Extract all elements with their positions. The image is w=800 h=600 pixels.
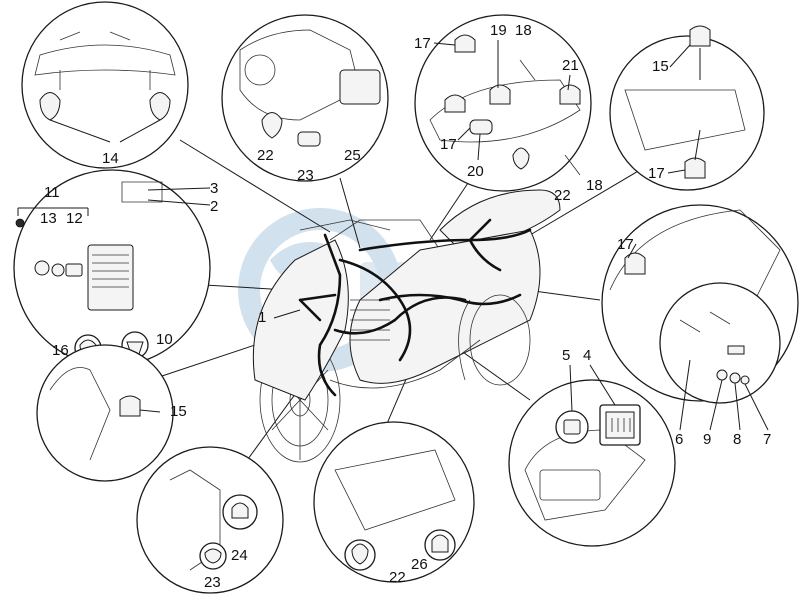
nut-icon: [740, 375, 750, 385]
clip-icon: [431, 534, 449, 553]
scooter-illustration: [252, 189, 561, 463]
clip-icon: [489, 84, 511, 105]
detail-headlight: [221, 14, 389, 182]
callout-26: 26: [411, 556, 428, 573]
callout-22-c: 22: [389, 569, 406, 586]
callout-17-b: 17: [440, 136, 457, 153]
cable-tie-icon: [261, 112, 283, 139]
washer-icon: [716, 369, 728, 381]
callout-22-b: 22: [554, 187, 571, 204]
connector-icon: [339, 69, 381, 105]
detail-under-seat: [313, 421, 475, 583]
clip-icon: [559, 84, 581, 105]
cable-tie-icon: [204, 548, 222, 564]
callout-22-a: 22: [257, 147, 274, 164]
callout-10: 10: [156, 331, 173, 348]
callout-7: 7: [763, 431, 771, 448]
callout-15-top: 15: [652, 58, 669, 75]
callout-labels: 1 2 3 4 5 6 7 8 9 10 11 12 13 14 15 15 1…: [40, 22, 771, 591]
callout-6: 6: [675, 431, 683, 448]
bolt-icon: [65, 263, 83, 277]
callout-17-c: 17: [648, 165, 665, 182]
grommet-icon: [469, 119, 493, 135]
cable-tie-icon: [149, 92, 171, 121]
callout-4: 4: [583, 347, 591, 364]
callout-20: 20: [467, 163, 484, 180]
callout-18-b: 18: [586, 177, 603, 194]
detail-regulator: [13, 169, 211, 367]
detail-dashboard: [21, 1, 189, 169]
voltage-regulator: [87, 244, 134, 311]
clip-icon: [231, 502, 249, 519]
clip-icon: [297, 131, 321, 147]
cable-tie-icon: [351, 543, 369, 565]
clip-icon: [454, 34, 476, 53]
callout-leaders: [139, 40, 769, 431]
relay-icon: [563, 419, 581, 435]
clip-icon: [624, 252, 646, 275]
washer-icon: [51, 263, 65, 277]
detail-battery: [601, 204, 799, 404]
detail-lower-front: [136, 446, 284, 594]
clip-icon: [119, 395, 141, 417]
callout-19: 19: [490, 22, 507, 39]
bracket-icon: [121, 181, 163, 203]
callout-15-left: 15: [170, 403, 187, 420]
callout-13: 13: [40, 210, 57, 227]
washer-icon: [729, 372, 741, 384]
nut-icon: [34, 260, 50, 276]
callout-17-d: 17: [617, 236, 634, 253]
callout-12: 12: [66, 210, 83, 227]
bolt-icon: [727, 345, 745, 355]
callout-9: 9: [703, 431, 711, 448]
callout-14: 14: [102, 150, 119, 167]
detail-fuse-box: [508, 379, 676, 547]
callout-3: 3: [210, 180, 218, 197]
callout-23-b: 23: [204, 574, 221, 591]
callout-16: 16: [52, 342, 69, 359]
cable-tie-icon: [512, 147, 530, 170]
callout-11: 11: [44, 184, 60, 201]
detail-rear-light: [609, 25, 765, 191]
detail-rear-frame: [414, 14, 592, 192]
callout-1: 1: [258, 309, 266, 326]
clip-icon: [684, 157, 706, 179]
detail-front-clip: [36, 344, 174, 482]
callout-21: 21: [562, 57, 579, 74]
callout-25: 25: [344, 147, 361, 164]
callout-5: 5: [562, 347, 570, 364]
fuse-box-icon: [605, 411, 635, 439]
clip-icon: [689, 25, 711, 47]
clip-icon: [444, 94, 466, 113]
cable-tie-icon: [39, 92, 61, 121]
callout-18-a: 18: [515, 22, 532, 39]
callout-8: 8: [733, 431, 741, 448]
callout-24: 24: [231, 547, 248, 564]
callout-23-a: 23: [297, 167, 314, 184]
callout-17-a: 17: [414, 35, 431, 52]
callout-2: 2: [210, 198, 218, 215]
